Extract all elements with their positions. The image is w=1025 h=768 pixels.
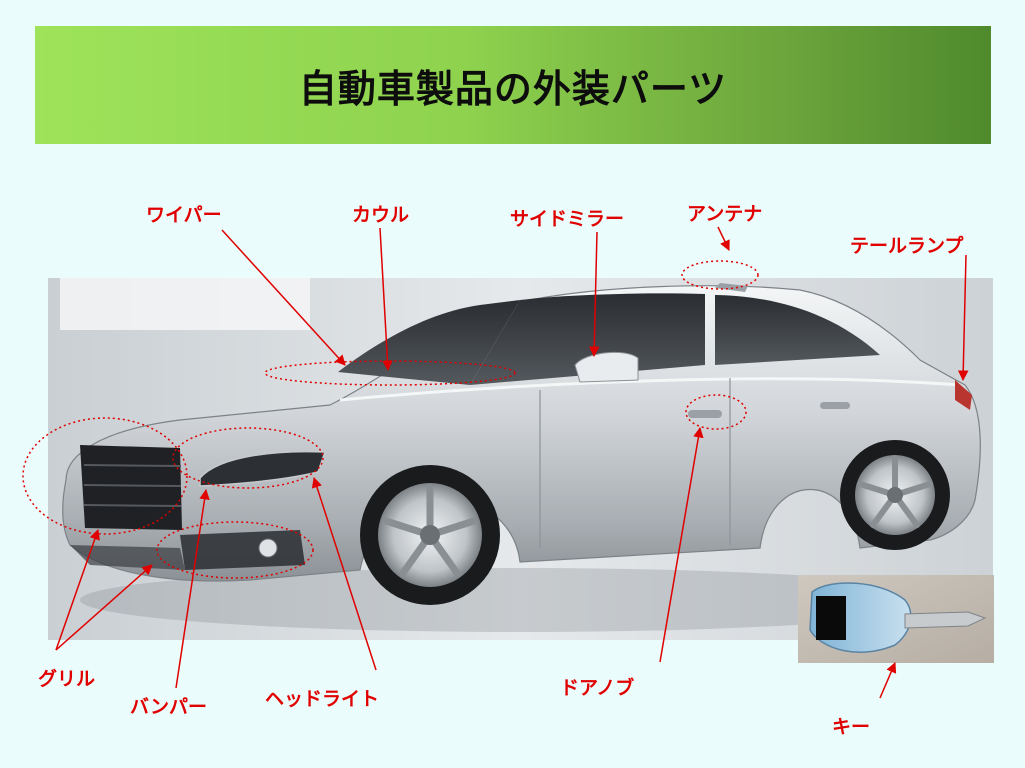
cowl-arrow bbox=[379, 227, 393, 372]
bumper-arrow bbox=[175, 488, 210, 689]
rear-door-handle bbox=[820, 402, 850, 409]
headlight-arrow bbox=[311, 477, 377, 671]
front-grille bbox=[80, 445, 182, 530]
label-bumper: バンパー bbox=[130, 696, 207, 718]
car-shadow bbox=[80, 568, 960, 632]
label-key: キー bbox=[832, 716, 871, 738]
front-lower-vents bbox=[70, 545, 185, 570]
key-fob-button bbox=[816, 596, 846, 640]
label-side-mirror: サイドミラー bbox=[510, 208, 625, 230]
rear-side-window bbox=[715, 295, 880, 365]
wiper-arrow bbox=[221, 229, 346, 366]
car-photo bbox=[48, 278, 993, 640]
label-door-knob: ドアノブ bbox=[560, 677, 635, 699]
label-tail-lamp: テールランプ bbox=[850, 235, 964, 257]
lower-intake bbox=[180, 530, 305, 570]
side-mirror bbox=[574, 351, 639, 383]
label-cowl: カウル bbox=[352, 204, 410, 226]
door-knob-arrow bbox=[659, 426, 704, 663]
antenna-arrow bbox=[717, 226, 730, 251]
label-headlight: ヘッドライト bbox=[265, 688, 380, 710]
bumper-marker bbox=[156, 521, 314, 579]
front-side-window bbox=[470, 293, 705, 385]
leader-lines bbox=[55, 226, 969, 699]
rear-wheel bbox=[840, 440, 950, 550]
label-antenna: アンテナ bbox=[687, 203, 763, 225]
grille-arrow-2 bbox=[55, 564, 153, 651]
headlight bbox=[199, 450, 327, 487]
grille-slats bbox=[83, 464, 182, 507]
grille-marker bbox=[22, 417, 188, 535]
key-photo bbox=[798, 575, 994, 663]
roof-antenna bbox=[715, 283, 748, 292]
photo-highlight bbox=[60, 278, 310, 330]
key-blade bbox=[904, 611, 987, 629]
side-mirror-arrow bbox=[588, 231, 600, 358]
tail-lamp-arrow bbox=[957, 254, 969, 382]
front-door-handle bbox=[688, 410, 722, 418]
front-wheel bbox=[360, 465, 500, 605]
tail-lamp bbox=[955, 380, 972, 410]
door-knob-marker bbox=[685, 394, 747, 430]
fog-lamp bbox=[258, 538, 278, 558]
page-title: 自動車製品の外装パーツ bbox=[298, 66, 728, 111]
belt-line bbox=[339, 377, 961, 402]
key-arrow bbox=[879, 662, 897, 699]
headlight-marker bbox=[172, 427, 324, 489]
label-grille: グリル bbox=[38, 668, 96, 690]
grille-arrow-1 bbox=[55, 529, 100, 651]
title-bar: 自動車製品の外装パーツ bbox=[35, 26, 991, 144]
antenna-marker bbox=[681, 260, 759, 290]
label-wiper: ワイパー bbox=[146, 204, 222, 226]
